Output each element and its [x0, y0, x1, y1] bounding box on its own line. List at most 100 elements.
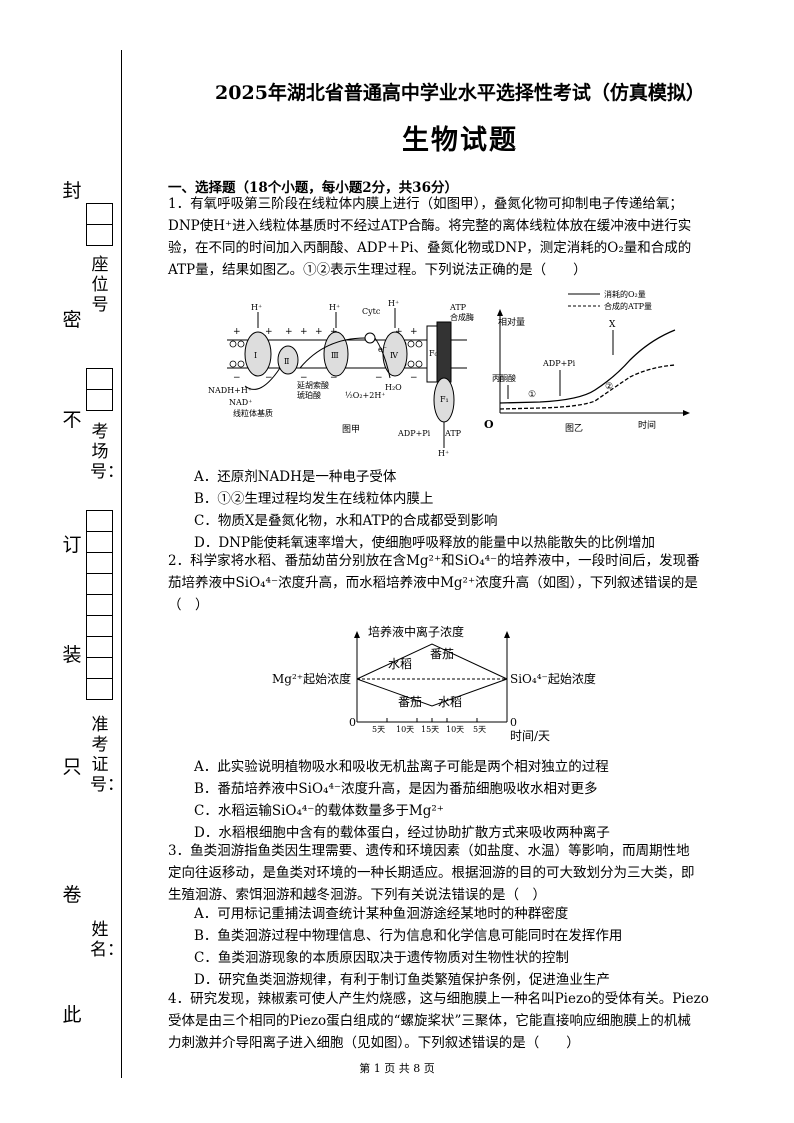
pyruvate-label: 丙酮酸 — [492, 373, 516, 383]
room-label: 考场号： — [90, 422, 124, 482]
room-number-box[interactable] — [86, 368, 113, 411]
exam-id-box[interactable] — [86, 510, 113, 700]
tick-label: 10天 — [396, 725, 414, 734]
succinate-label: 延胡索酸琥珀酸 — [297, 380, 329, 400]
x-label: X — [609, 320, 616, 330]
question-3-stem: 3．鱼类洄游指鱼类因生理需要、遗传和环境因素（如盐度、水温）等影响，而周期性地 … — [168, 843, 695, 903]
svg-text:+: + — [315, 327, 323, 337]
origin-label: O — [484, 418, 494, 431]
nad-label: NAD⁺ — [229, 398, 252, 407]
origin-left: 0 — [349, 716, 356, 729]
question-2-stem: 2．科学家将水稻、番茄幼苗分别放在含Mg²⁺和SiO₄⁴⁻的培养液中，一段时间后… — [168, 553, 700, 613]
seal-char: 装 — [62, 644, 82, 666]
option-a: A．此实验说明植物吸水和吸收无机盐离子可能是两个相对独立的过程 — [194, 759, 609, 775]
name-label: 姓名： — [90, 920, 124, 960]
lower-right-label: 水稻 — [438, 695, 462, 709]
binding-line — [121, 50, 122, 1078]
svg-text:−: − — [300, 373, 308, 383]
legend-atp: 合成的ATP量 — [604, 301, 652, 311]
option-d: D．DNP能使耗氧速率增大，使细胞呼吸释放的能量中以热能散失的比例增加 — [194, 535, 656, 551]
h-plus-label: H⁺ — [329, 303, 340, 312]
upper-curve — [356, 643, 508, 680]
h-plus-label: H⁺ — [251, 303, 262, 312]
h-plus-label: H⁺ — [388, 299, 399, 308]
process-2-label: ② — [605, 382, 613, 392]
lower-curve — [356, 678, 508, 707]
option-d: D．研究鱼类洄游规律，有利于制订鱼类繁殖保护条例，促进渔业生产 — [194, 972, 610, 988]
option-b: B．鱼类洄游过程中物理信息、行为信息和化学信息可能同时在发挥作用 — [194, 928, 623, 944]
lower-left-label: 番茄 — [398, 695, 422, 709]
option-d: D．水稻根细胞中含有的载体蛋白，经过协助扩散方式来吸收两种离子 — [194, 825, 610, 841]
x-axis-label: 时间/天 — [510, 729, 550, 743]
seal-char: 只 — [62, 756, 82, 778]
svg-text:+: + — [300, 327, 308, 337]
y-axis-label: 相对量 — [498, 316, 525, 328]
question-3-options: A．可用标记重捕法调查统计某种鱼洄游途经某地时的种群密度 B．鱼类洄游过程中物理… — [194, 903, 714, 991]
atp-synthesis-curve — [499, 364, 676, 410]
svg-text:−: − — [375, 373, 383, 383]
section-heading: 一、选择题（18个小题，每小题2分，共36分） — [168, 180, 458, 196]
oxygen-label: ½O₂+2H⁺ — [345, 391, 386, 400]
svg-text:−: − — [410, 373, 418, 383]
complex-label: Ⅳ — [390, 351, 399, 360]
option-a: A．还原剂NADH是一种电子受体 — [194, 469, 397, 485]
option-a: A．可用标记重捕法调查统计某种鱼洄游途经某地时的种群密度 — [194, 906, 569, 922]
svg-text:−: − — [330, 373, 338, 383]
tick-label: 5天 — [473, 725, 486, 734]
svg-text:+: + — [285, 327, 293, 337]
seal-char: 不 — [62, 409, 82, 431]
mg-start-label: Mg²⁺起始浓度 — [272, 671, 351, 686]
seal-char: 此 — [62, 1004, 82, 1026]
seal-char: 订 — [62, 534, 82, 556]
subject-title: 生物试题 — [402, 125, 518, 156]
y-axis-label: 培养液中离子浓度 — [368, 624, 464, 639]
tick-label: 5天 — [372, 725, 385, 734]
f1-label: F₁ — [440, 395, 449, 404]
adp-label: ADP+Pi — [397, 429, 431, 438]
question-1-options: A．还原剂NADH是一种电子受体 B．①②生理过程均发生在线粒体内膜上 C．物质… — [194, 466, 714, 554]
seat-number-box[interactable] — [86, 203, 113, 246]
svg-text:+: + — [395, 327, 403, 337]
question-4-stem: 4．研究发现，辣椒素可使人产生灼烧感，这与细胞膜上一种名叫Piezo的受体有关。… — [168, 991, 709, 1051]
page-footer: 第 1 页 共 8 页 — [359, 1062, 435, 1075]
option-b: B．①②生理过程均发生在线粒体内膜上 — [194, 491, 434, 507]
seal-char: 卷 — [62, 884, 82, 906]
option-c: C．物质X是叠氮化物，水和ATP的合成都受到影响 — [194, 513, 498, 529]
exam-id-label: 准考证号： — [90, 715, 124, 795]
o2-consumption-curve — [499, 329, 676, 404]
seal-char: 封 — [62, 180, 82, 202]
h-plus-label: H⁺ — [438, 449, 449, 458]
option-c: C．鱼类洄游现象的本质原因取决于遗传物质对生物性状的控制 — [194, 950, 569, 966]
legend-o2: 消耗的O₂量 — [604, 289, 646, 299]
tick-label: 10天 — [446, 725, 464, 734]
f0-label: F₀ — [429, 349, 438, 358]
adp-pi-label: ADP+Pi — [542, 359, 576, 368]
figure-jia: ++++++++ −−−−−− Ⅰ Ⅱ Ⅲ Ⅳ F₀ F₁ H⁺ H⁺ H⁺ C… — [208, 299, 474, 458]
question-1-stem: 1．有氧呼吸第三阶段在线粒体内膜上进行（如图甲），叠氮化物可抑制电子传递给氧； … — [168, 196, 692, 278]
exam-title: 2025年湖北省普通高中学业水平选择性考试（仿真模拟） — [215, 82, 705, 104]
seal-char: 密 — [62, 309, 82, 331]
svg-text:−: − — [233, 373, 241, 383]
sio4-start-label: SiO₄⁴⁻起始浓度 — [510, 671, 596, 686]
process-1-label: ① — [528, 390, 536, 400]
option-c: C．水稻运输SiO₄⁴⁻的载体数量多于Mg²⁺ — [194, 803, 444, 819]
option-b: B．番茄培养液中SiO₄⁴⁻浓度升高，是因为番茄细胞吸收水相对更多 — [194, 781, 598, 797]
upper-left-label: 水稻 — [388, 657, 412, 671]
x-axis-label: 时间 — [638, 419, 656, 431]
svg-text:+: + — [233, 327, 241, 337]
svg-text:+: + — [265, 327, 273, 337]
seat-label: 座位号 — [91, 255, 109, 315]
atp-label: ATP — [444, 429, 462, 438]
figure-ion-concentration: 培养液中离子浓度 Mg²⁺起始浓度 SiO₄⁴⁻起始浓度 水稻 番茄 番茄 水稻… — [272, 624, 596, 743]
complex-label: Ⅲ — [331, 351, 339, 360]
cytc-label: Cytc — [362, 307, 381, 316]
water-label: H₂O — [385, 383, 402, 392]
svg-text:+: + — [410, 327, 418, 337]
origin-right: 0 — [510, 716, 517, 729]
question-2-options: A．此实验说明植物吸水和吸收无机盐离子可能是两个相对独立的过程 B．番茄培养液中… — [194, 756, 714, 844]
nadh-label: NADH+H⁺ — [208, 386, 252, 395]
complex-label: Ⅱ — [284, 357, 289, 366]
complex-label: Ⅰ — [254, 351, 257, 360]
tick-label: 15天 — [421, 725, 439, 734]
